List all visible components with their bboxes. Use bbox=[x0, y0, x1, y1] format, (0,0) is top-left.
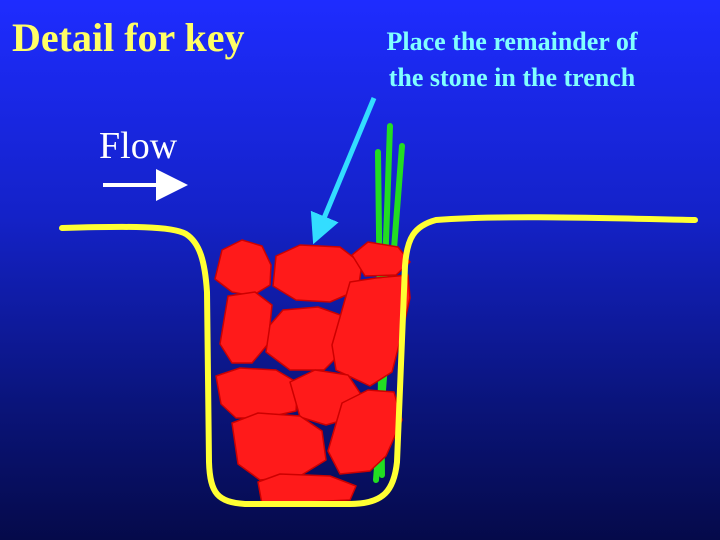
stone bbox=[351, 241, 411, 277]
trench-outline bbox=[59, 214, 698, 507]
pointer-arrow-icon bbox=[310, 97, 377, 245]
stone bbox=[231, 412, 327, 481]
stone bbox=[327, 389, 403, 475]
instruction-caption: Place the remainder of the stone in the … bbox=[352, 24, 672, 96]
stone bbox=[219, 291, 273, 364]
stone bbox=[214, 239, 272, 297]
caption-line-1: Place the remainder of bbox=[386, 27, 638, 56]
slide-title: Detail for key bbox=[12, 15, 245, 60]
stone bbox=[331, 274, 411, 387]
stone bbox=[215, 367, 299, 419]
flow-label: Flow bbox=[99, 125, 178, 167]
stone bbox=[257, 473, 357, 505]
caption-line-2: the stone in the trench bbox=[388, 63, 636, 92]
stone-fill bbox=[214, 239, 411, 505]
